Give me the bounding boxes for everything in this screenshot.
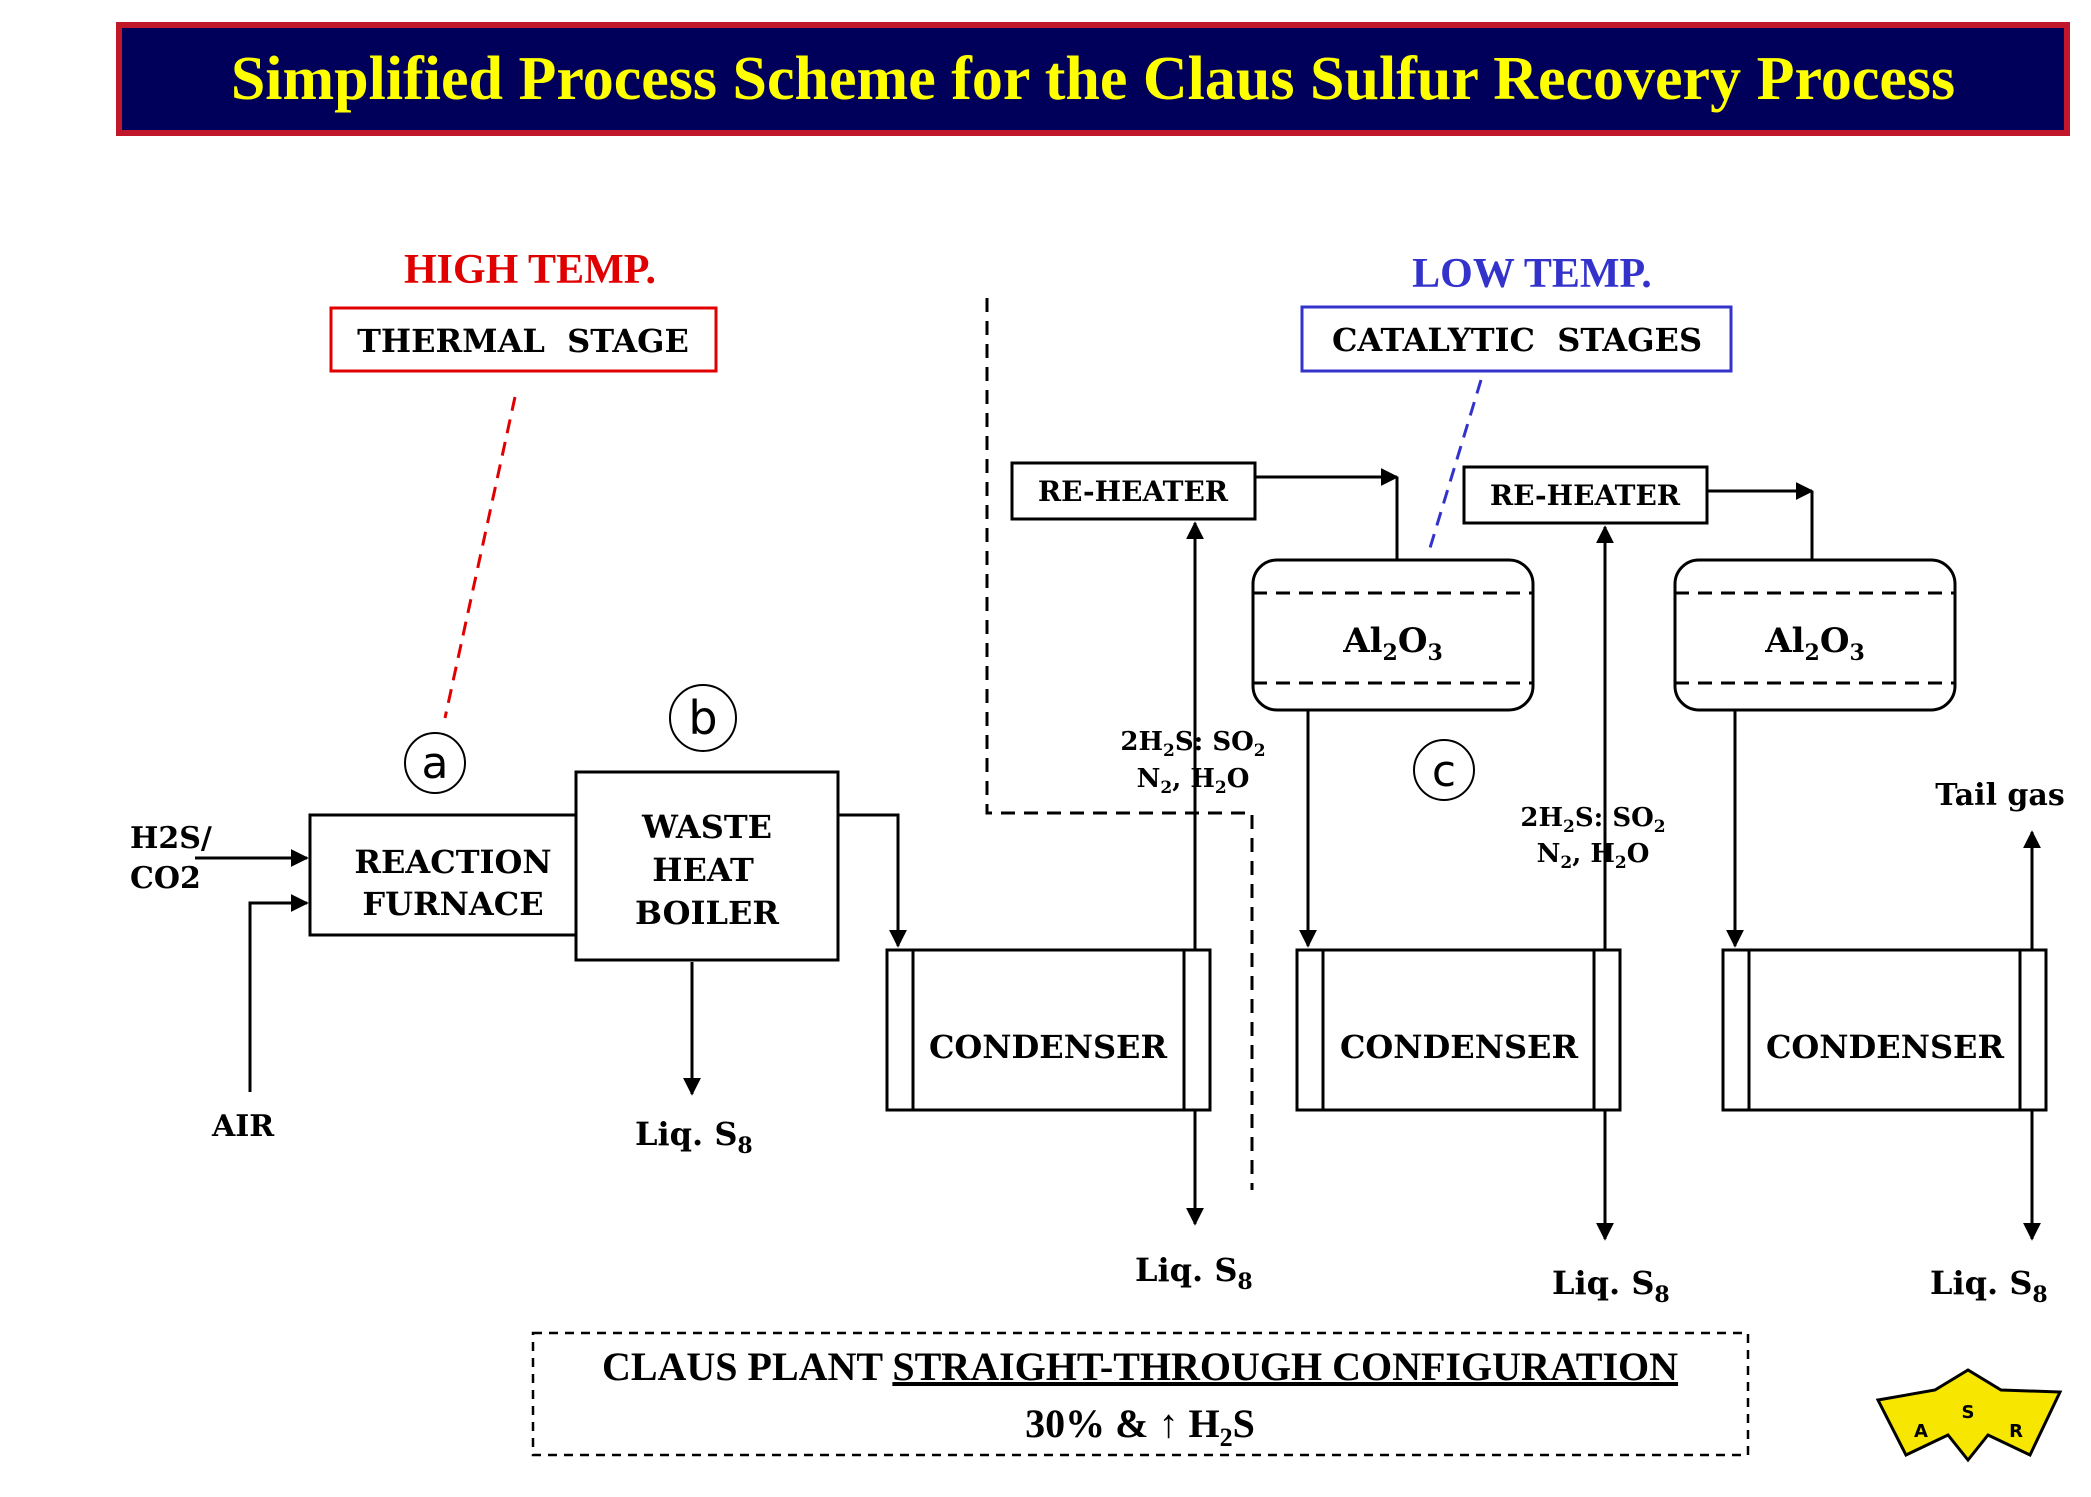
catalytic-stages-label: CATALYTIC STAGES — [1332, 321, 1702, 359]
stage-boundary-line — [985, 298, 1254, 1190]
reheater-2 — [1462, 465, 1709, 525]
high-temp-label: HIGH TEMP. — [404, 247, 656, 293]
waste-heat-boiler-line1: WASTE — [641, 808, 772, 846]
waste-heat-boiler — [574, 770, 840, 962]
thermal-stage-box — [329, 306, 718, 373]
gas-composition-1-line1: 2H2S: SO2 — [1120, 727, 1265, 761]
gas-composition-2-line2: N2, H2O — [1537, 839, 1650, 873]
logo-letter-a: A — [1914, 1421, 1928, 1442]
configuration-line1: CLAUS PLANT STRAIGHT-THROUGH CONFIGURATI… — [602, 1344, 1678, 1389]
condenser-1-label: CONDENSER — [929, 1028, 1167, 1066]
condenser-2-label: CONDENSER — [1340, 1028, 1578, 1066]
catalytic-stages-leader — [1428, 379, 1483, 549]
configuration-line2: 30% & ↑ H2S — [1025, 1401, 1255, 1452]
gas-composition-2-line1: 2H2S: SO2 — [1520, 803, 1665, 837]
waste-heat-boiler-line3: BOILER — [635, 894, 779, 932]
catalytic-stages-box — [1300, 305, 1733, 373]
reheater-2-label: RE-HEATER — [1490, 479, 1681, 512]
marker-c-circle — [1413, 739, 1475, 801]
logo-letter-s: S — [1962, 1402, 1975, 1423]
gas-composition-1-line2: N2, H2O — [1137, 764, 1250, 798]
waste-heat-boiler-line2: HEAT — [652, 851, 754, 889]
condenser-2-sulfur-label: Liq. S8 — [1552, 1264, 1670, 1308]
converter-1-catalyst: Al2O3 — [1342, 621, 1443, 666]
asr-logo: A S R — [1875, 1368, 2063, 1463]
configuration-box — [531, 1331, 1750, 1457]
low-temp-label: LOW TEMP. — [1412, 251, 1652, 297]
air-label: AIR — [211, 1109, 275, 1144]
title-banner: Simplified Process Scheme for the Claus … — [116, 22, 2070, 136]
feed-label-line2: CO2 — [130, 861, 201, 896]
marker-c: c — [1432, 746, 1456, 797]
converter-2 — [1673, 558, 1957, 712]
marker-a: a — [422, 738, 449, 789]
condenser-3 — [1721, 948, 2048, 1112]
condenser-1 — [885, 948, 1212, 1112]
converter-2-catalyst: Al2O3 — [1764, 621, 1865, 666]
air-arrow — [248, 894, 309, 1092]
reaction-furnace-line1: REACTION — [354, 843, 551, 881]
boiler-sulfur-label: Liq. S8 — [635, 1115, 753, 1159]
page-title: Simplified Process Scheme for the Claus … — [230, 44, 1956, 113]
boiler-to-condenser1 — [838, 813, 907, 948]
marker-a-circle — [404, 732, 466, 794]
reaction-furnace-line2: FURNACE — [362, 885, 543, 923]
condenser-3-sulfur-label: Liq. S8 — [1930, 1264, 2048, 1308]
marker-b: b — [688, 691, 717, 745]
thermal-stage-leader — [443, 396, 517, 719]
logo-letter-r: R — [2009, 1421, 2023, 1442]
reheater-1-label: RE-HEATER — [1038, 475, 1229, 508]
tail-gas-label: Tail gas — [1935, 778, 2064, 813]
marker-b-circle — [669, 684, 737, 752]
reaction-furnace — [308, 813, 578, 937]
condenser-3-label: CONDENSER — [1766, 1028, 2004, 1066]
feed-label-line1: H2S/ — [130, 821, 212, 856]
thermal-stage-label: THERMAL STAGE — [357, 322, 689, 360]
condenser-1-sulfur-label: Liq. S8 — [1135, 1251, 1253, 1295]
condenser-2 — [1295, 948, 1622, 1112]
reheater-1 — [1010, 461, 1257, 521]
converter-1 — [1251, 558, 1535, 712]
